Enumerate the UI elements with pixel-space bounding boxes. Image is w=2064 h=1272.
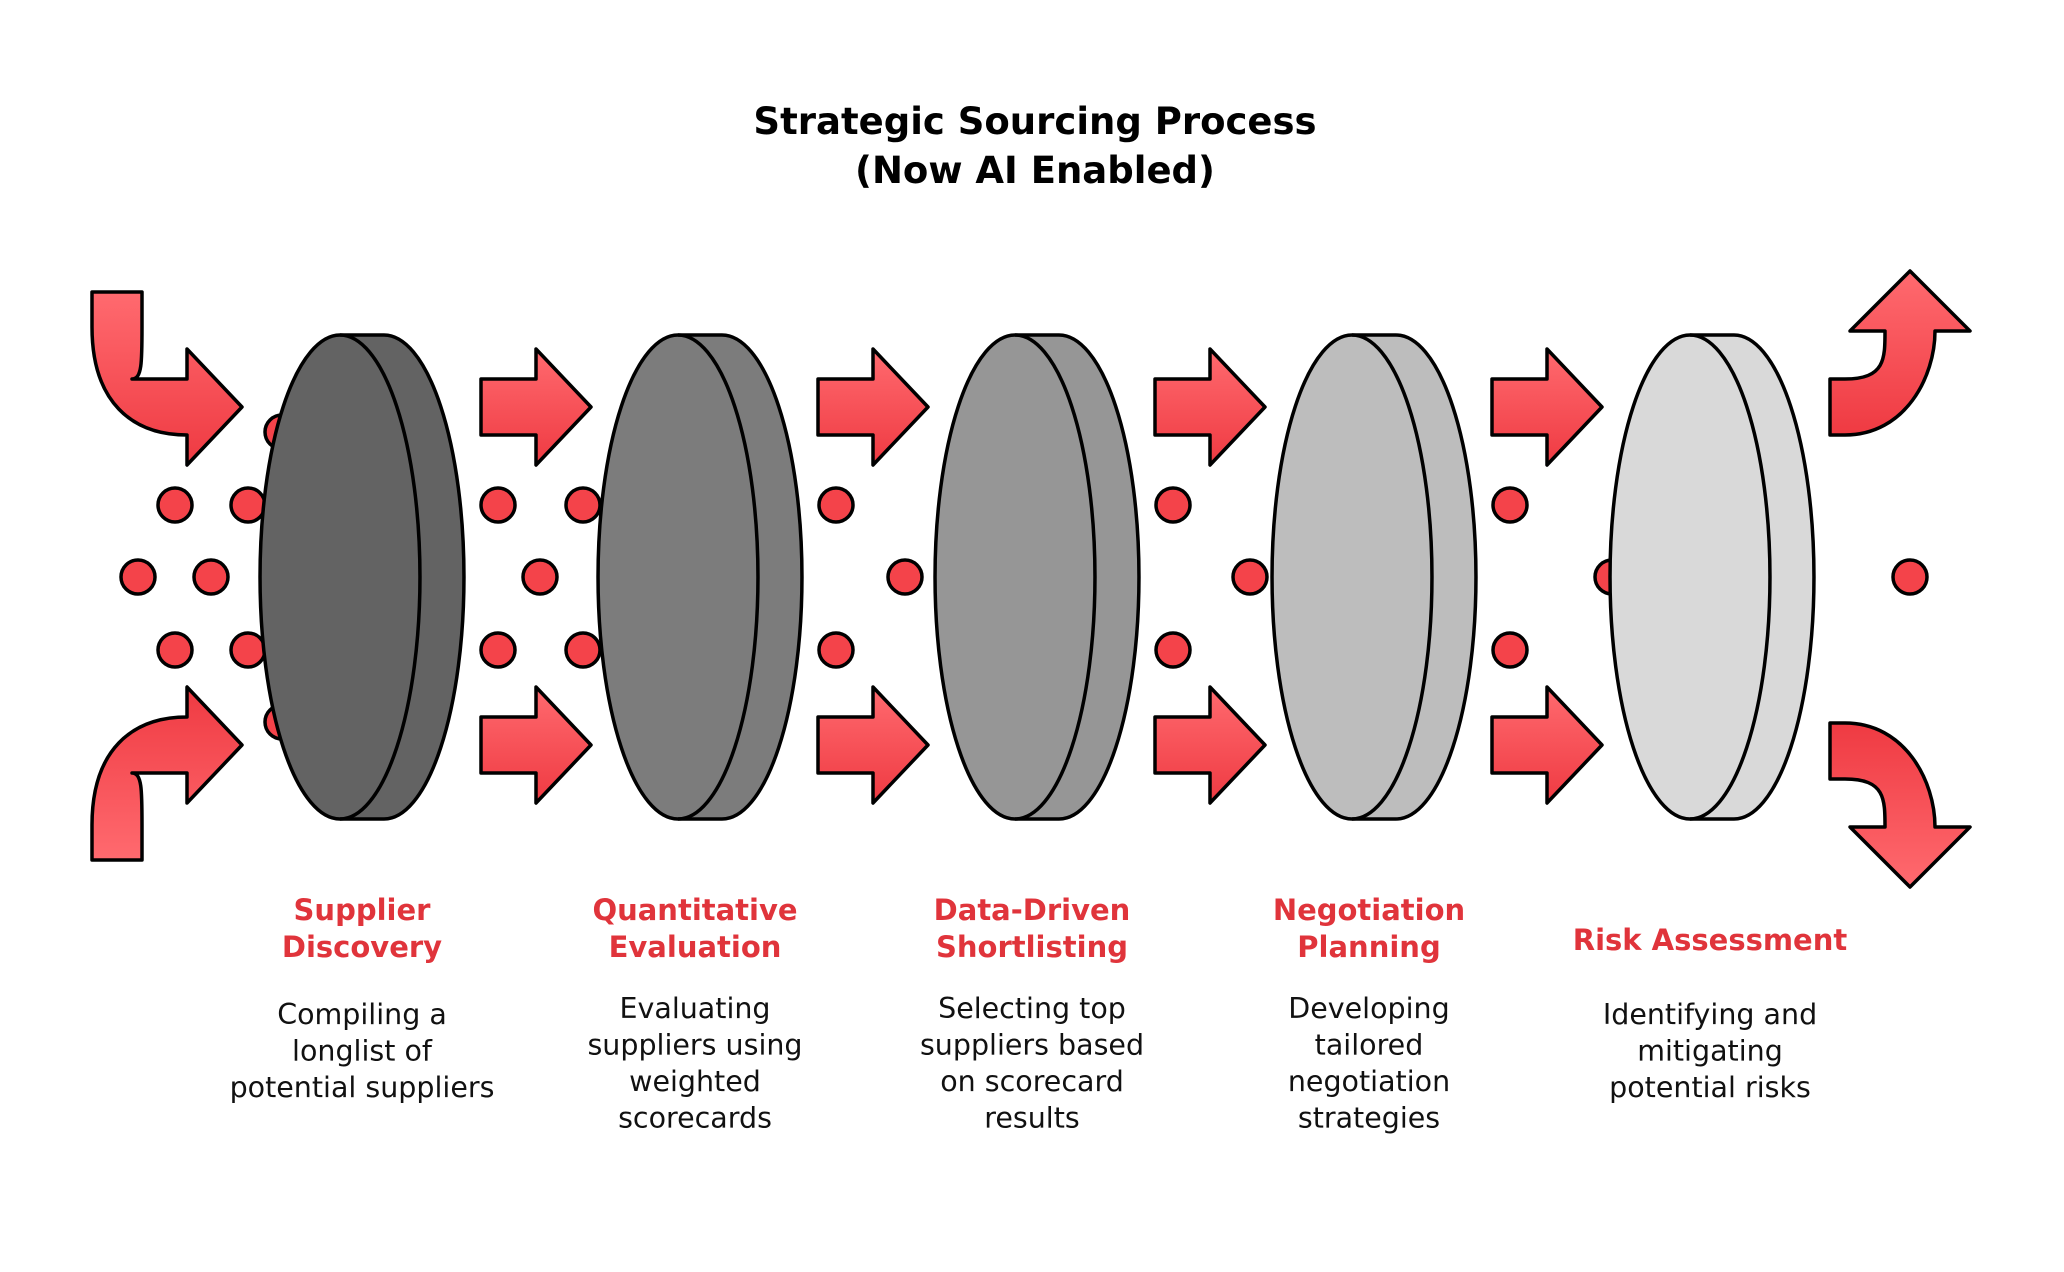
stage-description: potential suppliers <box>230 1071 495 1104</box>
right-arrow-icon <box>816 347 930 467</box>
right-arrow-icon <box>479 685 593 805</box>
title-line-1: Strategic Sourcing Process <box>753 100 1316 143</box>
stage-description: scorecards <box>618 1102 772 1135</box>
supplier-dot-icon <box>479 631 517 669</box>
stage-description: longlist of <box>292 1035 433 1068</box>
stage-description: suppliers using <box>587 1029 802 1062</box>
right-arrow-icon <box>1490 685 1604 805</box>
supplier-dot-icon <box>156 631 194 669</box>
filter-ring-icon <box>933 333 1141 821</box>
stage-title: Supplier <box>294 893 432 927</box>
supplier-dot-icon <box>564 631 602 669</box>
right-arrow-icon <box>1153 685 1267 805</box>
stage-description: on scorecard <box>940 1065 1124 1098</box>
filter-ring-icon <box>1270 333 1478 821</box>
stage-description: results <box>984 1102 1079 1135</box>
supplier-dot-icon <box>1891 558 1929 596</box>
stage-description: mitigating <box>1637 1035 1783 1068</box>
right-arrow-icon <box>1490 347 1604 467</box>
filter-ring-icon <box>1608 333 1816 821</box>
stage-title: Negotiation <box>1273 893 1465 927</box>
curved-arrow-out-icon <box>1828 721 1972 889</box>
stage-description: suppliers based <box>920 1029 1144 1062</box>
stage-title: Quantitative <box>592 893 797 927</box>
title-line-2: (Now AI Enabled) <box>855 149 1215 192</box>
supplier-dot-icon <box>1154 631 1192 669</box>
filter-ring-icon <box>596 333 804 821</box>
supplier-dot-icon <box>1491 631 1529 669</box>
supplier-dot-icon <box>156 486 194 524</box>
stage-description: Developing <box>1288 992 1449 1025</box>
stage-description: Identifying and <box>1603 998 1817 1031</box>
supplier-dot-icon <box>1231 558 1269 596</box>
supplier-dot-icon <box>119 558 157 596</box>
right-arrow-icon <box>1153 347 1267 467</box>
right-arrow-icon <box>816 685 930 805</box>
curved-arrow-out-icon <box>1828 269 1972 437</box>
right-arrow-icon <box>479 347 593 467</box>
stage-description: strategies <box>1298 1102 1440 1135</box>
stage-title: Evaluation <box>609 930 782 964</box>
stage-title: Planning <box>1297 930 1440 964</box>
stage-title: Risk Assessment <box>1573 923 1848 957</box>
supplier-dot-icon <box>817 486 855 524</box>
supplier-dot-icon <box>886 558 924 596</box>
stage-description: negotiation <box>1288 1065 1450 1098</box>
supplier-dot-icon <box>521 558 559 596</box>
supplier-dot-icon <box>192 558 230 596</box>
supplier-dot-icon <box>479 486 517 524</box>
stage-title: Discovery <box>282 930 442 964</box>
stage-title: Data-Driven <box>934 893 1131 927</box>
supplier-dot-icon <box>229 631 267 669</box>
filter-rings <box>258 333 1816 821</box>
supplier-dot-icon <box>1154 486 1192 524</box>
supplier-dot-icon <box>817 631 855 669</box>
supplier-dot-icon <box>1491 486 1529 524</box>
filter-ring-icon <box>258 333 466 821</box>
stage-description: Selecting top <box>938 992 1126 1025</box>
stage-description: Compiling a <box>277 998 447 1031</box>
curved-arrow-in-icon <box>90 685 244 862</box>
diagram-title: Strategic Sourcing Process (Now AI Enabl… <box>753 100 1316 192</box>
supplier-dot-icon <box>229 486 267 524</box>
stage-description: weighted <box>629 1065 761 1098</box>
supplier-dot-icon <box>564 486 602 524</box>
stage-description: potential risks <box>1609 1071 1811 1104</box>
stage-description: tailored <box>1315 1029 1424 1062</box>
stage-description: Evaluating <box>619 992 770 1025</box>
stage-title: Shortlisting <box>936 930 1128 964</box>
curved-arrow-in-icon <box>90 290 244 467</box>
